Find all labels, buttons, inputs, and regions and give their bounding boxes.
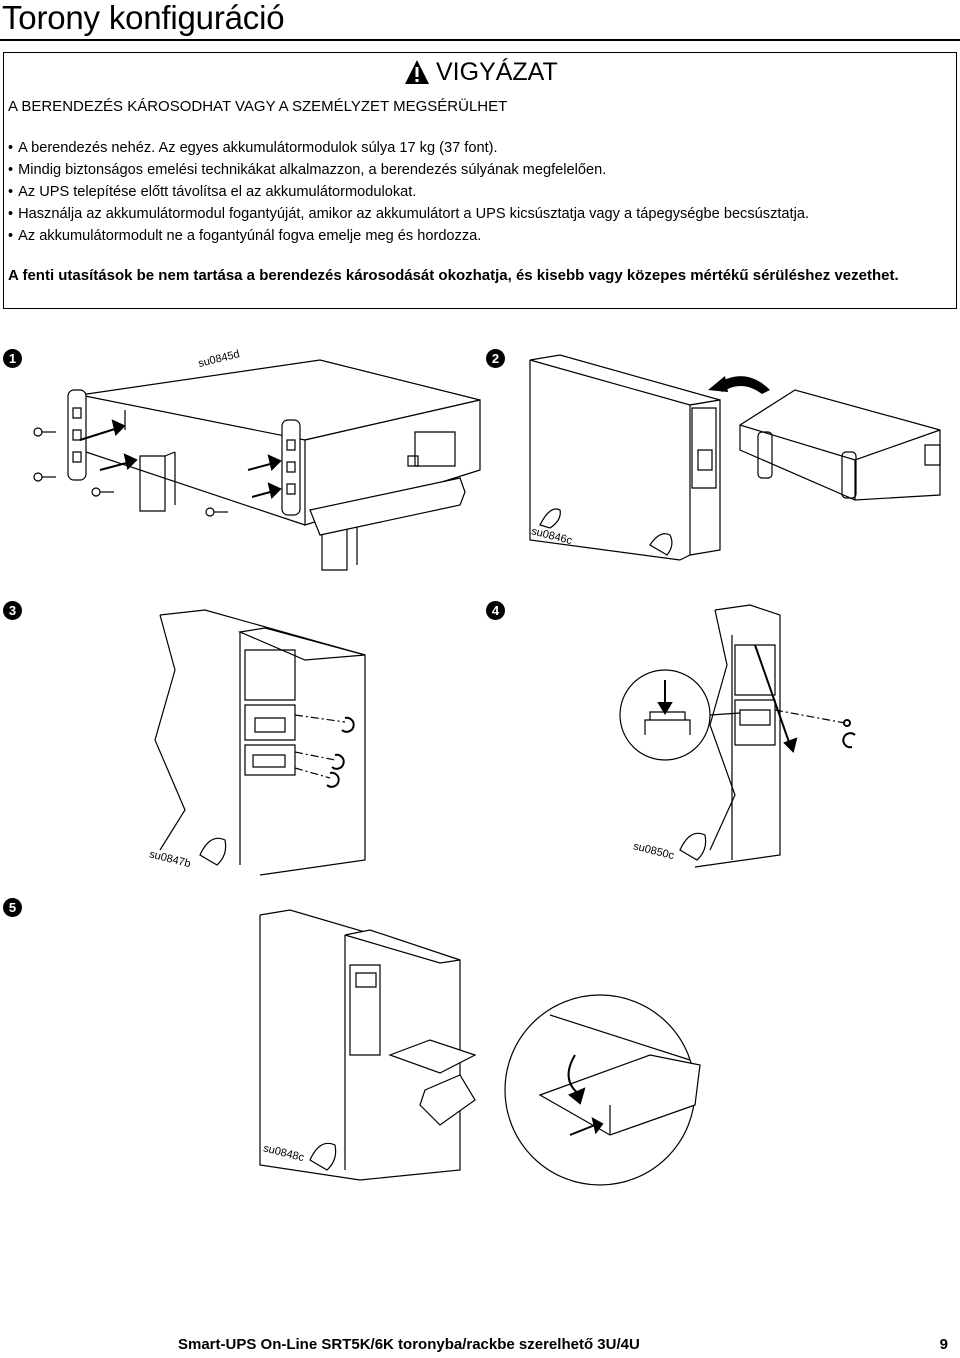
figure-1-rack-ears xyxy=(20,360,480,580)
list-item: Az UPS telepítése előtt távolítsa el az … xyxy=(8,181,809,203)
step-number-1: 1 xyxy=(3,349,22,368)
title-rule xyxy=(0,39,960,41)
warning-triangle-icon xyxy=(405,60,429,84)
warning-heading-text: VIGYÁZAT xyxy=(436,57,558,86)
list-item: A berendezés nehéz. Az egyes akkumulátor… xyxy=(8,137,809,159)
figure-2-remove-front-panel xyxy=(520,350,940,560)
page-title: Torony konfiguráció xyxy=(2,0,285,36)
warning-heading: VIGYÁZAT xyxy=(404,55,558,89)
figure-4-detach-bracket xyxy=(615,605,885,870)
step-number-4: 4 xyxy=(486,601,505,620)
list-item: Használja az akkumulátormodul fogantyújá… xyxy=(8,203,809,225)
warning-box: VIGYÁZAT A BERENDEZÉS KÁROSODHAT VAGY A … xyxy=(3,52,957,309)
warning-list: A berendezés nehéz. Az egyes akkumulátor… xyxy=(8,137,809,247)
step-number-3: 3 xyxy=(3,601,22,620)
figure-3-remove-screws xyxy=(145,610,385,875)
warning-subheading: A BERENDEZÉS KÁROSODHAT VAGY A SZEMÉLYZE… xyxy=(8,98,508,115)
figure-5-attach-bracket xyxy=(250,905,730,1180)
page-footer: Smart-UPS On-Line SRT5K/6K toronyba/rack… xyxy=(178,1336,948,1353)
footer-product: Smart-UPS On-Line SRT5K/6K toronyba/rack… xyxy=(178,1336,640,1353)
step-number-2: 2 xyxy=(486,349,505,368)
step-number-5: 5 xyxy=(3,898,22,917)
footer-page-number: 9 xyxy=(939,1336,948,1353)
list-item: Mindig biztonságos emelési technikákat a… xyxy=(8,159,809,181)
list-item: Az akkumulátormodult ne a fogantyúnál fo… xyxy=(8,225,809,247)
warning-conclusion: A fenti utasítások be nem tartása a bere… xyxy=(8,267,899,284)
